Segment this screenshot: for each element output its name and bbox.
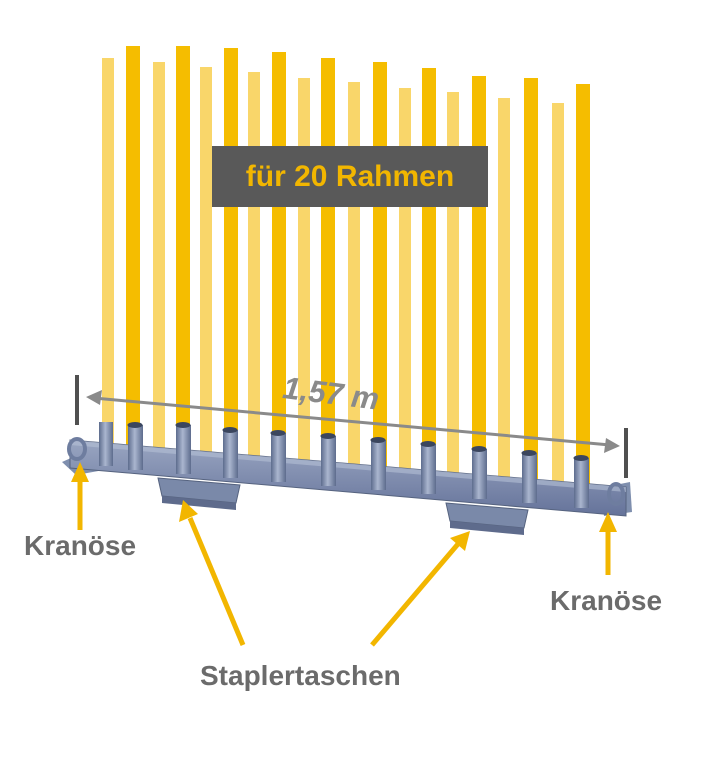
- frame-bar: [298, 78, 310, 468]
- frame-bar: [498, 98, 510, 486]
- frame-bar: [552, 103, 564, 490]
- frame-bar: [102, 58, 114, 458]
- capacity-badge-text: für 20 Rahmen: [245, 160, 455, 193]
- frame-bar: [176, 46, 190, 460]
- crane-eye-label-left: Kranöse: [24, 530, 137, 561]
- frame-bar: [524, 78, 538, 488]
- crane-eye-label-right: Kranöse: [550, 585, 663, 616]
- frame-bar: [153, 62, 165, 458]
- crane-eye-icon: [607, 482, 625, 506]
- frame-bar: [576, 84, 590, 492]
- crane-eye-icon: [67, 437, 87, 461]
- frame-bar: [422, 68, 436, 478]
- capacity-badge: für 20 Rahmen: [212, 146, 488, 207]
- forklift-pockets-label: Staplertaschen: [200, 660, 401, 691]
- frame-bars: [102, 46, 590, 492]
- frame-bar: [224, 48, 238, 462]
- frame-bar: [472, 76, 486, 484]
- pointer-arrows: [71, 462, 617, 647]
- rack-posts: [99, 422, 589, 508]
- frame-bar: [126, 46, 140, 458]
- frame-bar: [200, 67, 212, 460]
- frame-bar: [248, 72, 260, 464]
- dimension-indicator: [75, 375, 628, 478]
- rack-base: [62, 437, 632, 535]
